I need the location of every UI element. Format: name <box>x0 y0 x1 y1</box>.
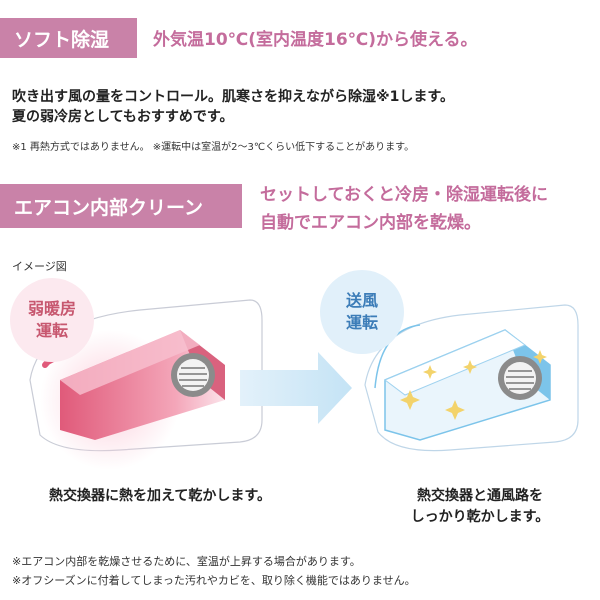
internal-clean-lead-line2: 自動でエアコン内部を乾燥。 <box>260 213 481 233</box>
right-aircon-unit <box>364 304 579 452</box>
sparkle-icon <box>400 350 547 420</box>
right-caption: 熱交換器と通風路を しっかり乾かします。 <box>370 486 590 528</box>
soft-dry-body-line1: 吹き出す風の量をコントロール。肌寒さを抑えながら除湿※1します。 <box>12 89 454 105</box>
footnote-1: ※エアコン内部を乾燥させるために、室温が上昇する場合があります。 <box>12 555 361 568</box>
heating-mode-bubble: 弱暖房 運転 <box>10 278 94 362</box>
soft-dry-body-line2: 夏の弱冷房としてもおすすめです。 <box>12 109 234 125</box>
fan-mode-line2: 運転 <box>345 313 378 332</box>
right-caption-line2: しっかり乾かします。 <box>410 509 550 525</box>
heating-mode-line2: 運転 <box>35 321 68 340</box>
soft-dry-lead: 外気温10℃(室内温度16℃)から使える。 <box>153 30 478 50</box>
arrow-icon <box>240 352 352 424</box>
left-caption: 熱交換器に熱を加えて乾かします。 <box>49 488 271 504</box>
internal-clean-tag: エアコン内部クリーン <box>0 184 242 228</box>
soft-dry-note: ※1 再熱方式ではありません。 ※運転中は室温が2〜3℃くらい低下することがあり… <box>12 142 415 153</box>
soft-dry-tag: ソフト除湿 <box>0 18 137 58</box>
aircon-illustration <box>29 299 579 470</box>
internal-clean-lead-line1: セットしておくと冷房・除湿運転後に <box>260 185 548 205</box>
right-caption-line1: 熱交換器と通風路を <box>417 488 543 504</box>
fan-mode-bubble: 送風 運転 <box>320 270 404 354</box>
heating-mode-line1: 弱暖房 <box>27 299 76 318</box>
fan-mode-line1: 送風 <box>345 291 378 310</box>
footnote-2: ※オフシーズンに付着してしまった汚れやカビを、取り除く機能ではありません。 <box>12 574 416 587</box>
image-label: イメージ図 <box>12 260 67 273</box>
